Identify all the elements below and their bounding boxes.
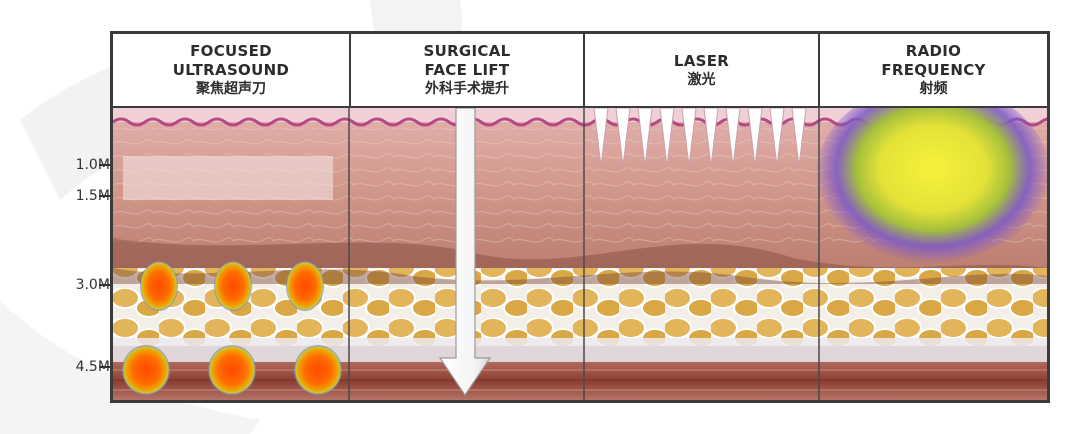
skin-cross-section — [113, 108, 1047, 400]
header-title-line-1: RADIO — [905, 42, 962, 60]
header-surgical-face-lift: SURGICAL FACE LIFT 外科手术提升 — [349, 34, 583, 106]
focal-point-3mm-1 — [140, 261, 178, 311]
header-radio-frequency: RADIO FREQUENCY 射频 — [818, 34, 1047, 106]
header-title-line-2: FREQUENCY — [881, 61, 986, 79]
comparison-table: FOCUSED ULTRASOUND 聚焦超声刀 SURGICAL FACE L… — [110, 31, 1050, 403]
header-focused-ultrasound: FOCUSED ULTRASOUND 聚焦超声刀 — [113, 34, 349, 106]
header-title-zh: 聚焦超声刀 — [196, 81, 266, 97]
focal-point-4-5mm-3 — [294, 345, 342, 395]
laser-beams — [593, 108, 807, 167]
treated-band — [123, 156, 333, 200]
header-title-line-1: FOCUSED — [190, 42, 272, 60]
header-title-zh: 外科手术提升 — [425, 81, 509, 97]
focal-point-4-5mm-1 — [122, 345, 170, 395]
focal-point-4-5mm-2 — [208, 345, 256, 395]
header-laser: LASER 激光 — [583, 34, 818, 106]
header-title-zh: 射频 — [919, 81, 948, 97]
down-arrow-icon — [438, 108, 492, 397]
focal-point-3mm-3 — [286, 261, 324, 311]
depth-tick-1-0 — [99, 164, 117, 166]
header-row: FOCUSED ULTRASOUND 聚焦超声刀 SURGICAL FACE L… — [113, 34, 1047, 108]
rf-heat-zone — [815, 108, 1047, 273]
header-title-line-2: FACE LIFT — [424, 61, 510, 79]
header-title-zh: 激光 — [687, 71, 716, 88]
header-title-line-1: SURGICAL — [423, 42, 511, 60]
header-title-line-2: ULTRASOUND — [172, 61, 290, 79]
depth-tick-1-5 — [99, 195, 117, 197]
skin-layers-illustration — [113, 108, 1047, 400]
focal-point-3mm-2 — [214, 261, 252, 311]
header-title-line-1: LASER — [673, 51, 730, 70]
